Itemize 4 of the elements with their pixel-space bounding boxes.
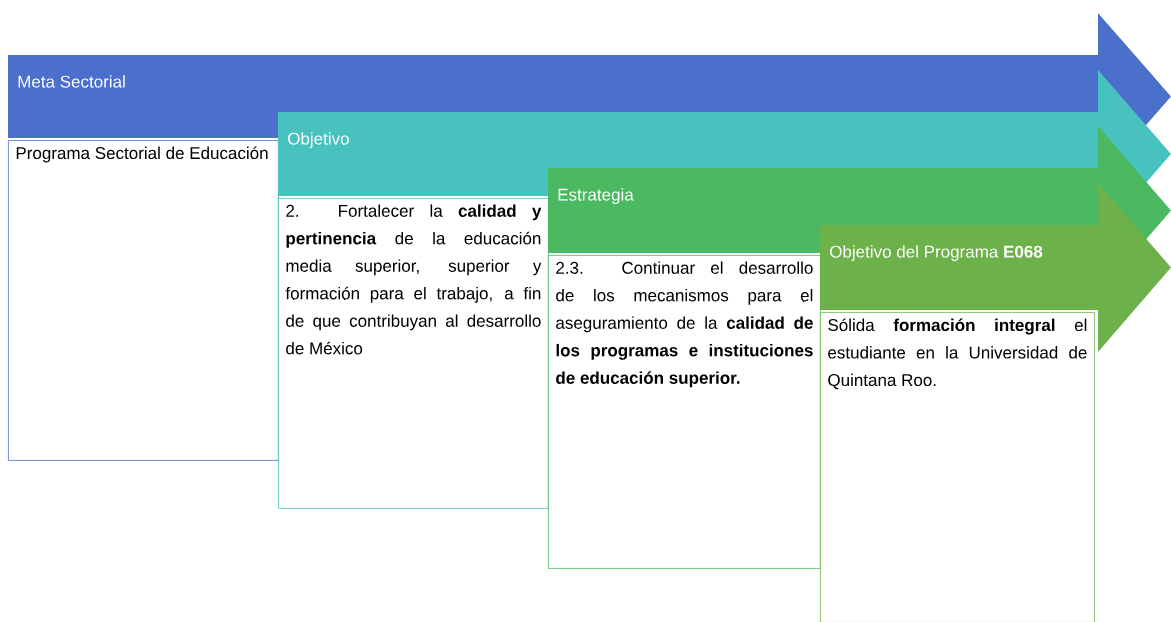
text-box: Programa Sectorial de Educación <box>8 140 279 461</box>
text-box: 2.3. Continuar el desarrollo de los mecanismos para el aseguramiento de la calidad de los programas e instituciones de educación superior. <box>548 255 821 569</box>
text-box: 2. Fortalecer la calidad y pertinencia de la educación media superior, superior y formación para el trabajo, a fin de que contribuyan al desarrollo de México <box>278 198 549 509</box>
text-box: Sólida formación integral el estudiante en la Universidad de Quintana Roo. <box>820 312 1095 622</box>
